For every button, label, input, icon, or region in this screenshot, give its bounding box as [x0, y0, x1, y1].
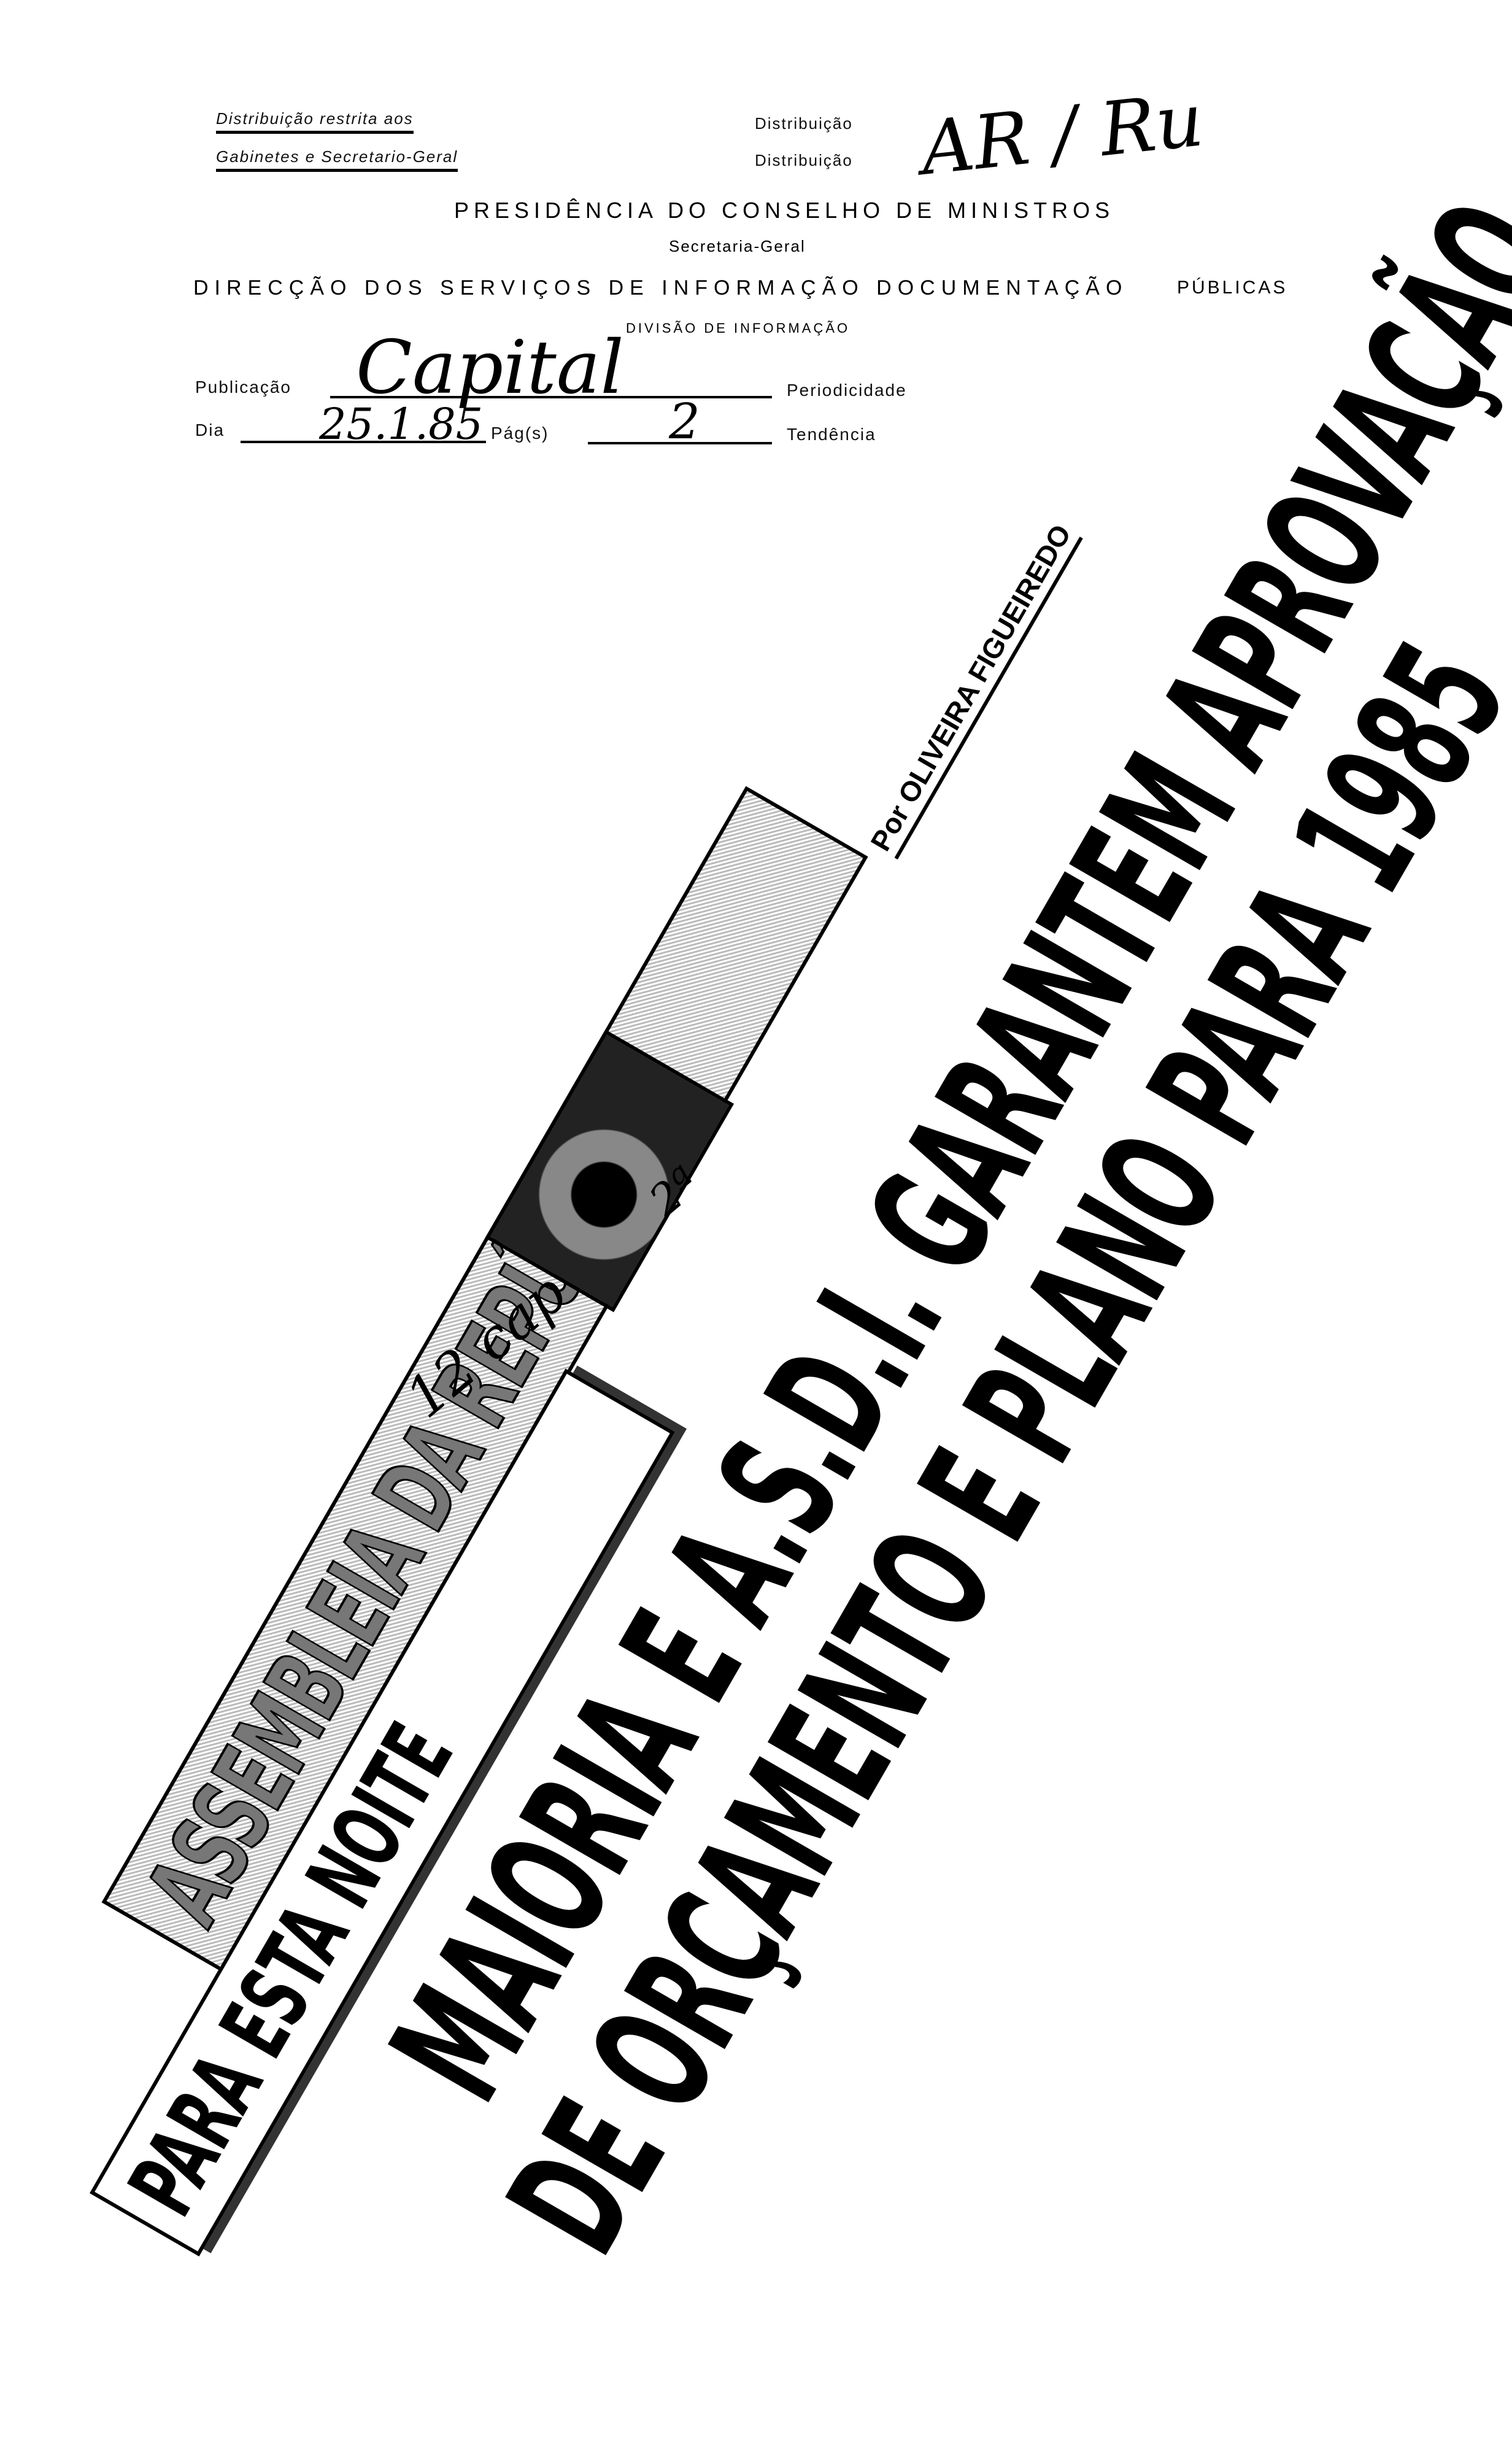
distribution-restricted-line1: Distribuição restrita aos: [216, 109, 414, 134]
secretariat-subtitle: Secretaria-Geral: [669, 237, 806, 255]
directorate-title: DIRECÇÃO DOS SERVIÇOS DE INFORMAÇÃO DOCU…: [193, 276, 1128, 300]
handwritten-signature: AR / Ru: [916, 77, 1208, 192]
day-value: 25.1.85: [319, 399, 484, 449]
division-subtitle: DIVISÃO DE INFORMAÇÃO: [626, 320, 850, 336]
tendency-label: Tendência: [787, 425, 876, 444]
pages-label: Pág(s): [491, 424, 549, 443]
periodicity-label: Periodicidade: [787, 381, 907, 400]
pages-line: [588, 442, 772, 444]
byline: Por OLIVEIRA FIGUEIREDO: [863, 519, 1083, 860]
publication-line: [330, 396, 772, 398]
publication-label: Publicação: [195, 378, 291, 397]
directorate-title-tail: PÚBLICAS: [1177, 277, 1288, 298]
distribution-right-line2: Distribuição: [755, 151, 853, 169]
day-label: Dia: [195, 420, 225, 439]
day-line: [241, 441, 486, 443]
publication-value: Capital: [356, 325, 624, 411]
presidency-title: PRESIDÊNCIA DO CONSELHO DE MINISTROS: [454, 198, 1115, 223]
distribution-restricted-line2: Gabinetes e Secretario-Geral: [216, 147, 458, 172]
pages-value: 2: [669, 393, 700, 450]
distribution-right-line1: Distribuição: [755, 114, 853, 133]
